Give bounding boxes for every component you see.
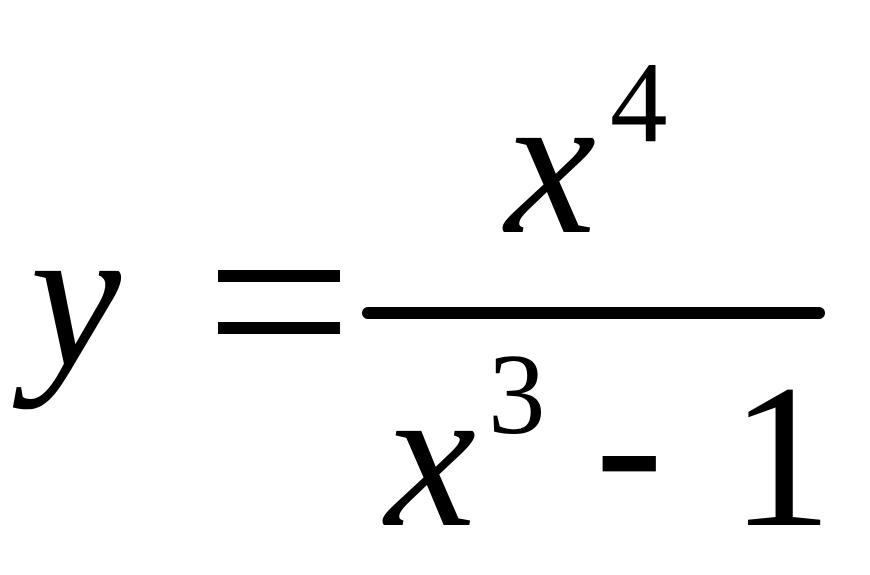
fraction-bar [362,307,825,319]
equals-sign [218,270,340,334]
denominator-operator: - [595,330,663,557]
numerator-exponent: 4 [610,39,668,166]
lhs-variable: y [12,183,122,410]
denominator: x 3 - 1 [382,330,833,570]
denominator-constant: 1 [730,343,833,570]
numerator: x 4 [502,39,668,277]
numerator-base: x [502,50,596,277]
denominator-base: x [382,343,476,570]
denominator-exponent: 3 [488,331,546,458]
